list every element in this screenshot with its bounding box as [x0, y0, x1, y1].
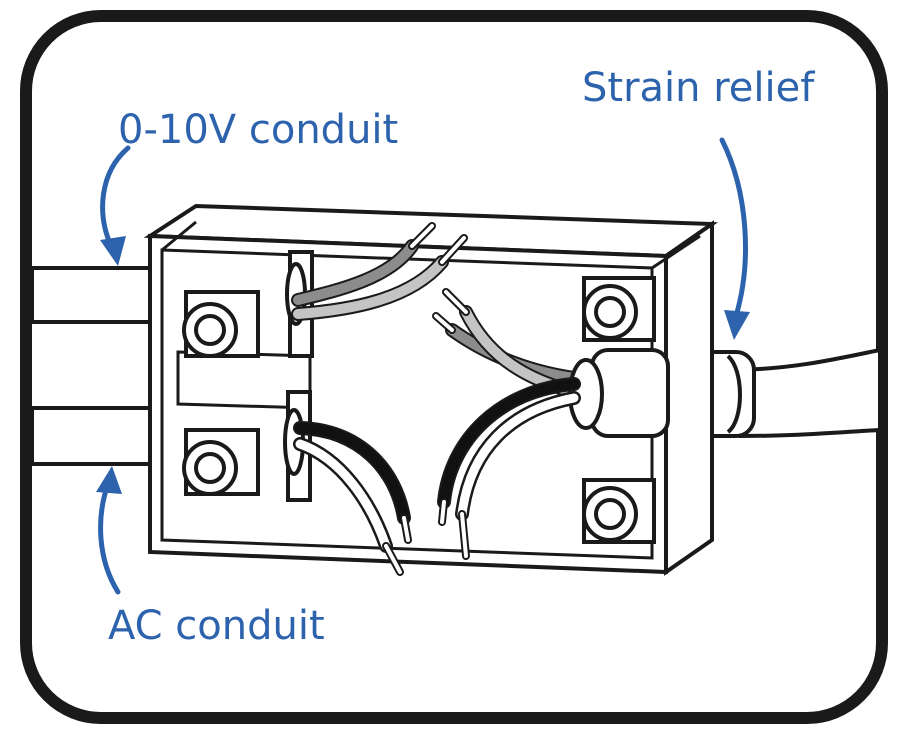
junction-box [143, 203, 719, 576]
curved-arrow-icon [719, 137, 750, 340]
conduit-0-10v [30, 266, 162, 324]
curved-arrow-icon [96, 466, 122, 595]
ac-cable-right [738, 347, 882, 439]
screw-post-icon [582, 276, 656, 342]
screw-post-icon [182, 290, 260, 358]
curved-arrow-icon [100, 145, 131, 266]
screw-post-icon [582, 478, 656, 544]
conduit-ac [30, 406, 162, 466]
screw-post-icon [182, 428, 260, 496]
label-ac-conduit: AC conduit [108, 603, 325, 649]
label-0-10v-conduit: 0-10V conduit [118, 107, 399, 153]
label-strain-relief: Strain relief [582, 65, 815, 111]
inner-collar [568, 348, 670, 438]
